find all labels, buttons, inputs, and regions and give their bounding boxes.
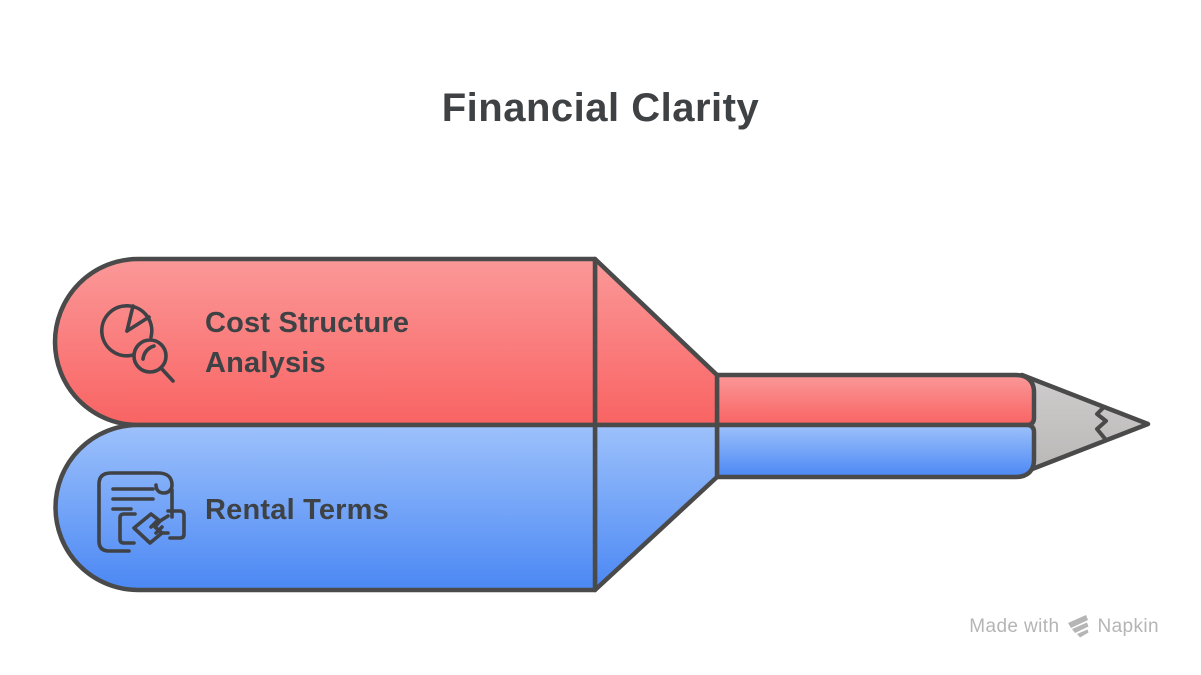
section-label-cost-structure: Cost Structure Analysis	[205, 307, 410, 379]
watermark: Made with Napkin	[969, 614, 1159, 639]
pencil-body-top	[52, 256, 598, 428]
pencil-tip	[1019, 372, 1151, 476]
pencil-tip-zigzag	[1095, 405, 1108, 442]
watermark-brand: Napkin	[1097, 615, 1159, 637]
page-title: Financial Clarity	[441, 86, 760, 130]
napkin-logo-icon	[1068, 615, 1089, 638]
pencil-shaft-bottom	[714, 422, 1037, 480]
pie-chart-magnifier-icon	[99, 303, 175, 383]
contract-handshake-icon	[97, 471, 186, 553]
pencil-body-bottom	[53, 422, 598, 593]
pencil-shaft-top	[714, 372, 1037, 428]
pencil-cone-top	[592, 256, 720, 428]
watermark-prefix: Made with	[969, 615, 1060, 637]
section-label-rental-terms: Rental Terms	[205, 494, 389, 526]
pencil-cone-bottom	[592, 422, 720, 593]
